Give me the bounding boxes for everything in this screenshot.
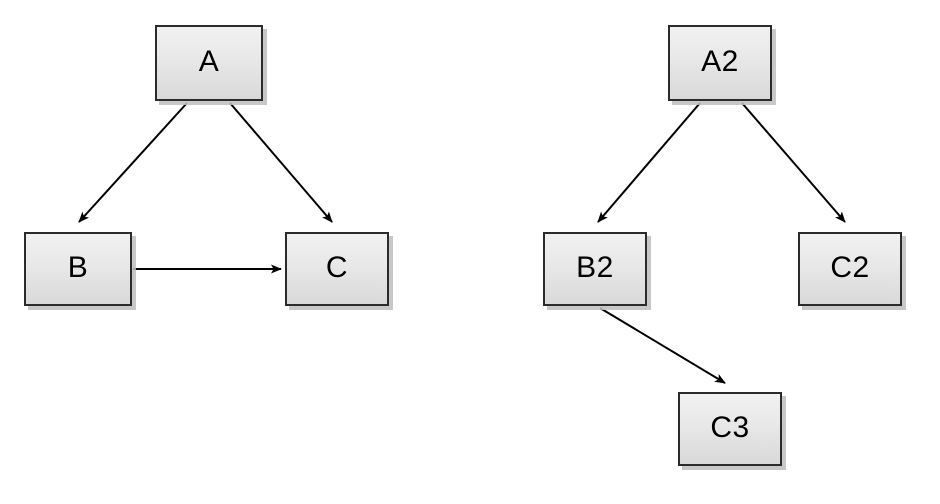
edge-a2-to-c2 xyxy=(741,102,846,223)
node-b[interactable]: B xyxy=(24,232,132,306)
node-c2[interactable]: C2 xyxy=(798,232,902,306)
node-a-label: A xyxy=(198,45,220,78)
node-c3[interactable]: C3 xyxy=(678,392,782,466)
node-c[interactable]: C xyxy=(285,232,389,306)
node-c3-label: C3 xyxy=(710,411,750,444)
edge-a-to-c xyxy=(229,102,333,223)
node-c2-label: C2 xyxy=(830,251,870,284)
edge-b2-to-c3 xyxy=(599,307,726,384)
node-c-label: C xyxy=(325,251,349,284)
node-a[interactable]: A xyxy=(155,25,263,101)
node-a2[interactable]: A2 xyxy=(668,25,772,101)
node-b2-label: B2 xyxy=(576,251,614,284)
node-a2-label: A2 xyxy=(701,45,739,78)
edge-a-to-b xyxy=(78,102,188,223)
node-b-label: B xyxy=(67,251,89,284)
node-b2[interactable]: B2 xyxy=(543,232,647,306)
edge-a2-to-b2 xyxy=(597,102,701,223)
